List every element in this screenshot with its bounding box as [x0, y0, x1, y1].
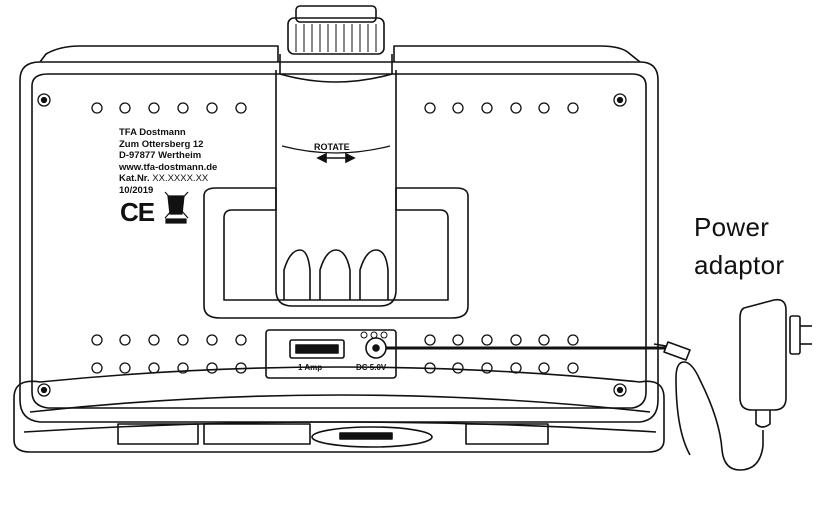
vent-hole — [452, 362, 464, 374]
usb-port-inner — [295, 344, 339, 354]
vent-hole — [119, 362, 131, 374]
imprint-block: TFA Dostmann Zum Ottersberg 12 D-97877 W… — [119, 127, 217, 196]
vent-hole — [452, 102, 464, 114]
stand-wing — [203, 187, 469, 319]
vent-hole — [567, 102, 579, 114]
stand-neck — [279, 54, 393, 83]
polarity-icon-center — [370, 331, 378, 339]
vent-hole — [235, 102, 247, 114]
imprint-company: TFA Dostmann — [119, 127, 186, 138]
vent-hole — [177, 334, 189, 346]
stand-fin-right — [359, 249, 389, 300]
imprint-cat-value: XX.XXXX.XX — [152, 173, 209, 184]
rotate-arrow-icon — [316, 152, 356, 164]
screw-icon — [613, 383, 627, 397]
vent-hole — [177, 102, 189, 114]
base-inner-curve — [29, 394, 651, 413]
screws — [37, 93, 627, 397]
vent-hole — [206, 362, 218, 374]
vent-hole — [510, 362, 522, 374]
imprint-cat-label: Kat.Nr. — [119, 173, 150, 184]
vent-hole — [424, 102, 436, 114]
stand-fin-left — [283, 249, 311, 300]
vent-hole — [481, 102, 493, 114]
stand-knob — [287, 17, 385, 55]
base-right-foot — [465, 423, 549, 445]
dc-jack-label: DC 5.0V — [356, 363, 387, 372]
vent-hole — [538, 362, 550, 374]
imprint-website: www.tfa-dostmann.de — [119, 161, 218, 173]
housing-inner-outline — [31, 73, 647, 409]
vent-hole — [481, 334, 493, 346]
vent-hole — [235, 362, 247, 374]
polarity-icon-plus — [380, 331, 388, 339]
vent-hole — [91, 334, 103, 346]
stand-groove — [281, 145, 391, 154]
stand-fin-mid — [319, 249, 351, 300]
base-outline — [13, 366, 665, 453]
stand-column — [275, 70, 397, 307]
imprint-street: Zum Ottersberg 12 — [119, 138, 204, 150]
vent-hole — [91, 362, 103, 374]
housing-outline — [19, 61, 659, 423]
vent-hole — [424, 362, 436, 374]
polarity-icon-minus — [360, 331, 368, 339]
base-oval-slot — [311, 426, 433, 448]
vent-hole — [91, 102, 103, 114]
vent-hole — [567, 362, 579, 374]
power-adaptor-icon — [653, 298, 812, 471]
vent-hole — [481, 362, 493, 374]
base-left-foot — [117, 423, 199, 445]
dc-jack-pin — [372, 344, 380, 352]
vent-hole — [148, 334, 160, 346]
imprint-city: D-97877 Wertheim — [119, 150, 202, 161]
vent-hole — [119, 334, 131, 346]
imprint-catalog: Kat.Nr. XX.XXXX.XX — [119, 173, 217, 185]
screw-head — [616, 96, 624, 104]
rotate-label: ROTATE — [314, 142, 350, 152]
port-panel — [265, 329, 397, 379]
vent-hole — [177, 362, 189, 374]
vent-hole — [567, 334, 579, 346]
vent-hole — [119, 102, 131, 114]
left-shoulder — [39, 45, 279, 63]
vent-hole — [206, 102, 218, 114]
vent-hole — [148, 102, 160, 114]
screw-icon — [613, 93, 627, 107]
usb-port-icon — [289, 339, 345, 359]
screw-icon — [37, 383, 51, 397]
stand-knob-inner — [295, 5, 377, 23]
screw-icon — [37, 93, 51, 107]
vent-hole — [538, 334, 550, 346]
screw-head — [40, 96, 48, 104]
right-shoulder — [393, 45, 641, 63]
weee-bin-icon — [164, 191, 189, 224]
screw-head — [616, 386, 624, 394]
usb-port-label: 1 Amp — [298, 363, 323, 372]
vent-hole — [235, 334, 247, 346]
base-slot — [203, 423, 311, 445]
vent-hole — [206, 334, 218, 346]
ce-mark: CE — [120, 197, 155, 227]
callout-line2: adaptor — [694, 250, 785, 280]
vent-holes — [91, 102, 579, 374]
stand-knob-ribs — [295, 24, 377, 52]
base-oval-inner — [339, 432, 393, 440]
vent-hole — [510, 102, 522, 114]
callout-line1: Power — [694, 212, 770, 242]
vent-hole — [148, 362, 160, 374]
vent-hole — [424, 334, 436, 346]
vent-hole — [510, 334, 522, 346]
vent-hole — [538, 102, 550, 114]
screw-head — [40, 386, 48, 394]
vent-hole — [452, 334, 464, 346]
imprint-date: 10/2019 — [119, 184, 154, 196]
base-lower-curve — [23, 421, 657, 433]
